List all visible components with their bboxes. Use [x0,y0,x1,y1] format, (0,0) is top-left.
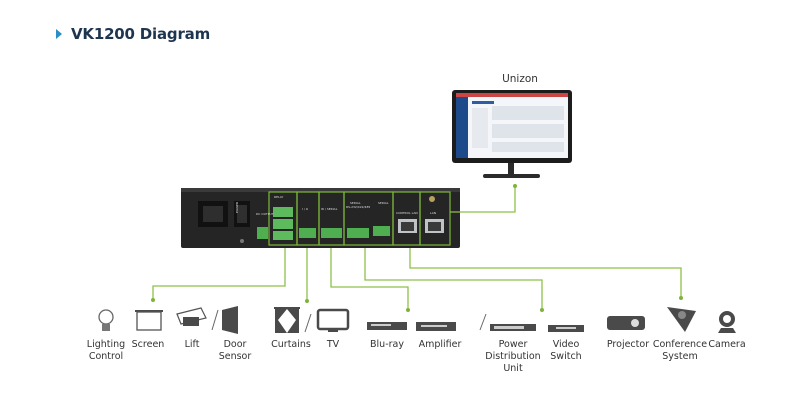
dc-output-connector [257,227,268,239]
connection-wires [151,184,683,312]
svg-text:CONTROL LAN: CONTROL LAN [396,211,418,215]
monitor-icon [452,90,572,178]
wire-ir-serial [330,248,409,310]
amplifier-icon [416,322,456,331]
webcam-icon [718,311,736,333]
tv-icon [316,308,350,332]
separator-slash [479,313,487,331]
blu-ray-player-icon [367,322,407,330]
svg-text:RELAY: RELAY [274,195,284,199]
peripheral-label: TV [326,339,340,350]
port-sections [268,191,451,246]
peripheral-label: Screen [131,339,165,350]
peripheral-label: Blu-ray [370,339,404,350]
peripheral-label: Lift [184,339,200,350]
curtains-icon [274,307,300,333]
projector-icon [607,316,645,330]
video-switch-icon [548,325,584,332]
wire-dot [513,184,517,188]
wire-dot [540,308,544,312]
wire-lan-pc [450,186,516,213]
svg-text:DC OUTPUT: DC OUTPUT [256,212,274,216]
diagram-header: VK1200 Diagram [56,25,210,43]
peripheral-label: Amplifier [418,339,462,350]
peripheral-label: Camera [708,339,746,350]
vk1200-device: RELAY I / O IR / SERIAL SERIAL RS-232/42… [181,188,460,248]
pc-label: Unizon [502,73,538,85]
caret-right-icon [56,29,62,39]
svg-text:IR / SERIAL: IR / SERIAL [321,207,338,211]
svg-text:POWER: POWER [235,202,239,213]
svg-text:I / O: I / O [302,207,309,211]
wire-serial [364,248,543,310]
peripheral-label: Curtains [271,339,311,350]
peripheral-label: Projector [606,339,650,350]
separator-slash [304,313,312,333]
wire-dot [151,298,155,302]
svg-text:LAN: LAN [430,211,436,215]
svg-text:SERIAL: SERIAL [378,201,389,205]
light-bulb-icon [98,309,114,331]
power-inlet-icon [198,201,228,227]
door-icon [222,306,238,334]
pdu-icon [490,324,536,331]
separator-slash [211,309,219,331]
projection-screen-icon [135,310,163,331]
projector-lift-icon [176,307,207,326]
wire-dot [305,299,309,303]
wire-control-lan [409,248,682,298]
svg-text:SERIAL: SERIAL [350,201,361,205]
page-title: VK1200 Diagram [71,25,211,43]
conference-phone-icon [667,307,696,332]
wire-dot [406,308,410,312]
svg-text:RS-232/422/485: RS-232/422/485 [346,205,370,209]
wire-dot [679,296,683,300]
power-switch-icon [234,201,250,243]
peripheral-icons [98,306,736,334]
wire-relay [152,248,286,300]
